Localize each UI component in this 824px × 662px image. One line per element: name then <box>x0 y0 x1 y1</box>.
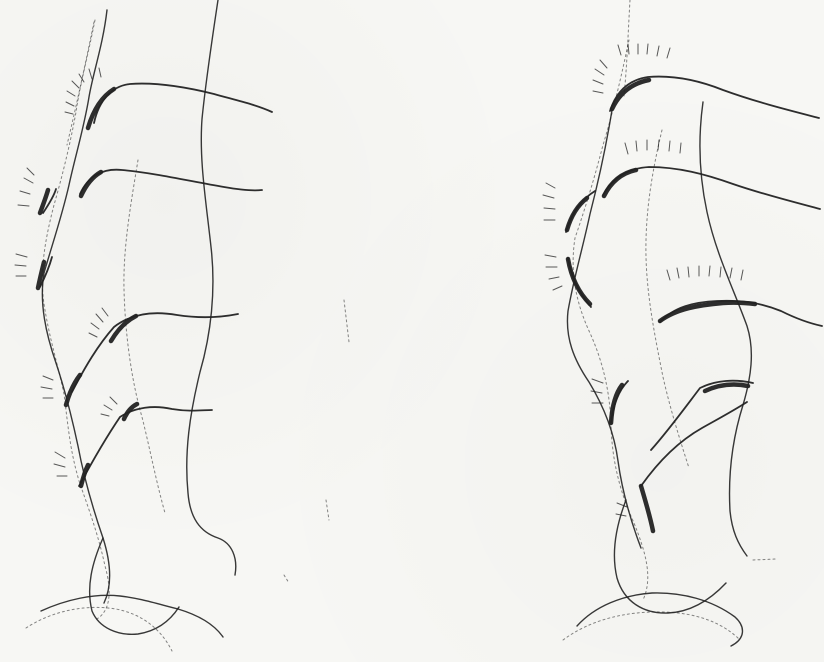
left-leg-bold-mark <box>66 375 80 405</box>
left-leg-outline-stroke <box>90 538 179 634</box>
left-leg-outline-stroke <box>42 20 109 620</box>
right-leg-bold-mark <box>705 385 748 391</box>
right-leg-outline-stroke <box>700 102 751 556</box>
left-leg-bold-mark <box>40 190 48 213</box>
right-leg-sketch <box>543 0 822 646</box>
left-leg-sketch <box>15 0 272 651</box>
left-leg-outline-stroke <box>124 160 165 513</box>
right-leg-hatch-stroke <box>543 183 555 220</box>
right-leg-bold-mark <box>567 198 587 230</box>
left-leg-bold-mark <box>88 89 114 128</box>
right-leg-outline-stroke <box>624 0 630 96</box>
left-leg-contour-line <box>79 407 212 486</box>
left-leg-hatch-stroke <box>89 308 108 337</box>
left-leg-outline-stroke <box>41 595 223 637</box>
left-leg-outline-stroke <box>187 0 236 575</box>
right-leg-bold-mark <box>660 303 755 321</box>
right-leg-contour-line <box>651 381 753 450</box>
paper-mark <box>284 575 289 583</box>
left-leg-contour-line <box>94 84 272 123</box>
left-leg-hatch-stroke <box>101 397 117 416</box>
left-leg-contour-line <box>80 170 262 194</box>
right-leg-bold-mark <box>641 486 653 531</box>
paper-mark <box>753 559 776 560</box>
paper-mark <box>344 300 349 342</box>
right-leg-hatch-stroke <box>545 255 562 290</box>
right-leg-contour-line <box>603 167 820 209</box>
left-leg-bold-mark <box>124 404 137 419</box>
left-leg-hatch-stroke <box>41 376 53 398</box>
left-leg-bold-mark <box>81 172 101 196</box>
left-leg-hatch-stroke <box>15 254 27 276</box>
right-leg-hatch-stroke <box>667 266 743 280</box>
left-leg-contour-line <box>72 313 238 392</box>
right-leg-outline-stroke <box>646 130 689 468</box>
right-leg-outline-stroke <box>577 593 742 646</box>
right-leg-outline-stroke <box>573 40 648 600</box>
left-leg-hatch-stroke <box>54 452 67 476</box>
left-leg-hatch-stroke <box>18 168 34 206</box>
right-leg-hatch-stroke <box>625 140 681 154</box>
right-leg-bold-mark <box>611 385 622 423</box>
right-leg-outline-stroke <box>567 110 641 548</box>
right-leg-outline-stroke <box>563 612 740 640</box>
faint-paper-marks <box>284 300 776 583</box>
right-leg-hatch-stroke <box>591 379 603 403</box>
paper-mark <box>326 500 329 520</box>
right-leg-bold-mark <box>604 170 636 196</box>
left-leg-outline-stroke <box>26 607 172 651</box>
left-leg-outline-stroke <box>42 10 109 603</box>
left-leg-bold-mark <box>111 316 136 341</box>
right-leg-hatch-stroke <box>593 60 607 93</box>
